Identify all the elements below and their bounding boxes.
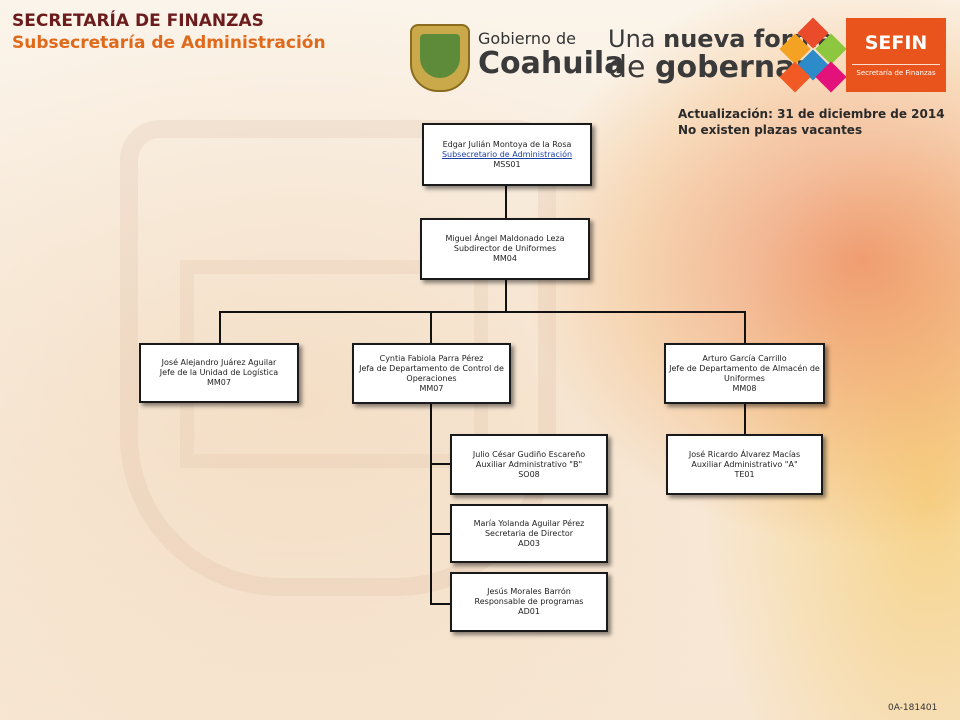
connector-line <box>744 311 746 343</box>
org-box-logistica: José Alejandro Juárez Aguilar Jefe de la… <box>139 343 299 403</box>
colored-squares-icon <box>778 17 847 93</box>
person-name: Jesús Morales Barrón <box>487 587 571 596</box>
org-box-auxiliar-b: Julio César Gudiño Escareño Auxiliar Adm… <box>450 434 608 495</box>
role-title: Responsable de programas <box>474 597 584 606</box>
connector-line <box>430 533 450 535</box>
position-code: MM07 <box>207 378 231 387</box>
org-box-secretaria: María Yolanda Aguilar Pérez Secretaria d… <box>450 504 608 563</box>
person-name: María Yolanda Aguilar Pérez <box>473 518 585 528</box>
sefin-logo: SEFIN Secretaría de Finanzas <box>846 18 946 92</box>
role-title: Subdirector de Uniformes <box>453 244 557 253</box>
slogan-word: de <box>608 50 646 85</box>
connector-line <box>505 186 507 218</box>
connector-line <box>430 603 450 605</box>
page-title: SECRETARÍA DE FINANZAS Subsecretaría de … <box>12 10 326 54</box>
connector-line <box>430 463 450 465</box>
sefin-name: SEFIN <box>864 32 928 54</box>
position-code: MSS01 <box>493 159 521 169</box>
person-name: Arturo García Carrillo <box>702 353 787 363</box>
update-note: Actualización: 31 de diciembre de 2014 N… <box>678 106 945 138</box>
person-name: José Ricardo Álvarez Macías <box>688 449 801 459</box>
position-code: MM07 <box>419 383 444 393</box>
connector-line <box>505 280 507 312</box>
connector-line <box>430 311 432 343</box>
role-title: Auxiliar Administrativo "A" <box>691 459 798 469</box>
role-title: Secretaria de Director <box>484 528 574 538</box>
role-link[interactable]: Subsecretario de Administración <box>441 149 573 159</box>
person-name: Cyntia Fabiola Parra Pérez <box>379 353 484 363</box>
person-name: Miguel Ángel Maldonado Leza <box>445 234 565 243</box>
sefin-caption: Secretaría de Finanzas <box>856 69 936 77</box>
update-date: Actualización: 31 de diciembre de 2014 <box>678 107 945 121</box>
role-title: Auxiliar Administrativo "B" <box>475 459 583 469</box>
position-code: MM08 <box>732 383 757 393</box>
person-name: Julio César Gudiño Escareño <box>472 449 586 459</box>
gobierno-coahuila-logo: Gobierno de Coahuila <box>478 30 624 80</box>
org-box-responsable-programas: Jesús Morales Barrón Responsable de prog… <box>450 572 608 632</box>
slogan-word: Una <box>608 25 656 53</box>
title-secretaria: SECRETARÍA DE FINANZAS <box>12 11 264 31</box>
position-code: TE01 <box>734 469 755 479</box>
connector-line <box>744 404 746 434</box>
role-title: Jefe de Departamento de Almacén de Unifo… <box>669 363 820 383</box>
org-box-almacen: Arturo García Carrillo Jefe de Departame… <box>664 343 825 404</box>
role-title: Jefe de la Unidad de Logística <box>159 368 279 377</box>
position-code: AD03 <box>518 538 540 548</box>
org-box-control-operaciones: Cyntia Fabiola Parra Pérez Jefa de Depar… <box>352 343 511 404</box>
connector-line <box>430 404 432 605</box>
person-name: José Alejandro Juárez Aguilar <box>161 358 277 367</box>
position-code: SO08 <box>518 469 540 479</box>
connector-line <box>219 311 746 313</box>
org-box-subdirector: Miguel Ángel Maldonado Leza Subdirector … <box>420 218 590 280</box>
org-box-subsecretario: Edgar Julián Montoya de la Rosa Subsecre… <box>422 123 592 186</box>
role-title: Jefa de Departamento de Control de Opera… <box>359 363 504 383</box>
document-code: 0A-181401 <box>888 703 938 713</box>
person-name: Edgar Julián Montoya de la Rosa <box>442 139 572 149</box>
coahuila-text: Coahuila <box>478 46 625 81</box>
org-box-auxiliar-a: José Ricardo Álvarez Macías Auxiliar Adm… <box>666 434 823 495</box>
position-code: AD01 <box>518 607 540 616</box>
title-subsecretaria: Subsecretaría de Administración <box>12 33 326 53</box>
vacancy-note: No existen plazas vacantes <box>678 123 863 137</box>
coahuila-seal-icon <box>410 24 470 92</box>
gobierno-text: Gobierno de <box>478 29 576 48</box>
position-code: MM04 <box>493 254 517 263</box>
connector-line <box>219 311 221 343</box>
